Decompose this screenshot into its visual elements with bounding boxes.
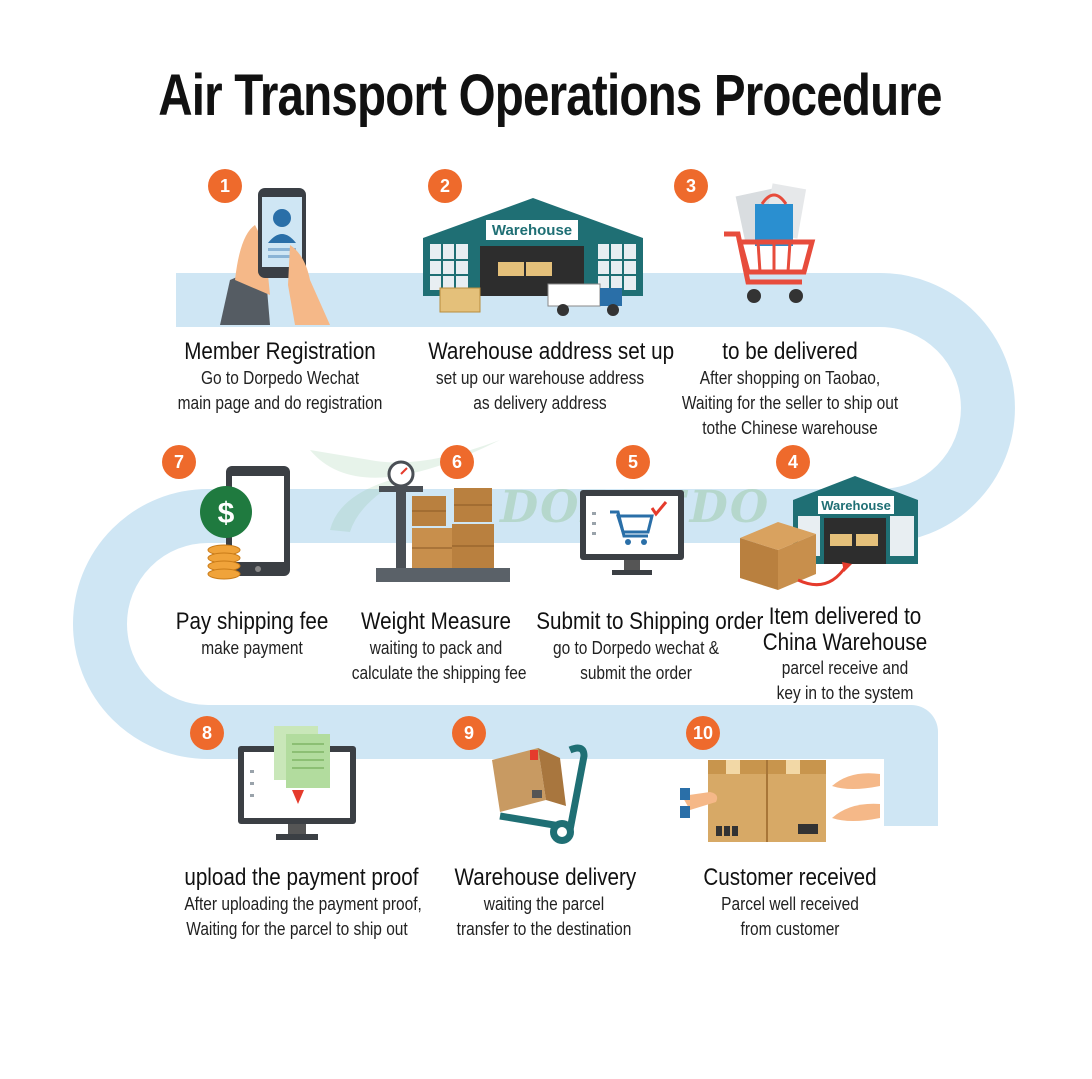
step-9-desc-1: waiting the parcel bbox=[483, 894, 605, 914]
step-7-badge: 7 bbox=[162, 445, 196, 479]
step-3-desc-1: After shopping on Taobao, bbox=[699, 368, 881, 388]
phone-registration-icon bbox=[220, 188, 330, 325]
step-8-title: upload the payment proof bbox=[184, 864, 419, 891]
step-1-title: Member Registration bbox=[184, 338, 376, 365]
step-2-desc-2: as delivery address bbox=[473, 393, 607, 413]
scale-boxes-icon bbox=[376, 460, 510, 582]
step-3-desc-2: Waiting for the seller to ship out bbox=[681, 393, 899, 413]
step-4-badge: 4 bbox=[776, 445, 810, 479]
step-6-title: Weight Measure bbox=[361, 608, 511, 635]
step-3-badge: 3 bbox=[674, 169, 708, 203]
warehouse-icon: Warehouse bbox=[423, 198, 643, 316]
monitor-upload-icon bbox=[238, 726, 356, 840]
step-6-desc-1: waiting to pack and bbox=[369, 638, 503, 658]
warehouse-sign-text: Warehouse bbox=[492, 222, 572, 239]
step-7-title: Pay shipping fee bbox=[175, 608, 329, 635]
step-2-label: Warehouse address set up set up our ware… bbox=[410, 338, 675, 416]
step-2-title: Warehouse address set up bbox=[428, 338, 675, 365]
step-3-label: to be delivered After shopping on Taobao… bbox=[660, 338, 920, 441]
step-3-desc-3: tothe Chinese warehouse bbox=[702, 418, 878, 438]
step-4-label: Item delivered to China Warehouse parcel… bbox=[730, 604, 960, 706]
step-4-title-1: Item delivered to bbox=[768, 603, 922, 630]
step-3-title: to be delivered bbox=[722, 338, 858, 365]
warehouse-sign-text-2: Warehouse bbox=[821, 498, 891, 513]
step-10-desc-1: Parcel well received bbox=[721, 894, 859, 914]
step-10-label: Customer received Parcel well received f… bbox=[686, 864, 894, 942]
step-9-label: Warehouse delivery waiting the parcel tr… bbox=[440, 864, 648, 942]
phone-dollar-icon: $ bbox=[200, 466, 290, 580]
step-5-title: Submit to Shipping order bbox=[536, 608, 764, 635]
step-1-desc-1: Go to Dorpedo Wechat bbox=[200, 368, 360, 388]
step-1-label: Member Registration Go to Dorpedo Wechat… bbox=[160, 338, 400, 416]
step-8-desc-1: After uploading the payment proof, bbox=[184, 894, 422, 914]
step-9-badge: 9 bbox=[452, 716, 486, 750]
step-4-desc-2: key in to the system bbox=[776, 683, 914, 703]
step-8-badge: 8 bbox=[190, 716, 224, 750]
step-10-title: Customer received bbox=[703, 864, 877, 891]
step-6-badge: 6 bbox=[440, 445, 474, 479]
step-7-desc-1: make payment bbox=[201, 638, 303, 658]
step-1-badge: 1 bbox=[208, 169, 242, 203]
step-4-desc-1: parcel receive and bbox=[781, 658, 909, 678]
step-2-badge: 2 bbox=[428, 169, 462, 203]
page-title: Air Transport Operations Procedure bbox=[158, 63, 942, 128]
step-8-label: upload the payment proof After uploading… bbox=[166, 864, 428, 942]
step-10-badge: 10 bbox=[686, 716, 720, 750]
step-1-desc-2: main page and do registration bbox=[177, 393, 383, 413]
step-5-desc-1: go to Dorpedo wechat & bbox=[552, 638, 720, 658]
step-7-label: Pay shipping fee make payment bbox=[160, 608, 344, 661]
step-6-label: Weight Measure waiting to pack and calcu… bbox=[338, 608, 534, 686]
step-6-desc-2: calculate the shipping fee bbox=[351, 663, 527, 683]
step-2-desc-1: set up our warehouse address bbox=[435, 368, 645, 388]
parcel-handover-icon bbox=[680, 760, 880, 842]
warehouse-parcel-icon: Warehouse bbox=[740, 476, 918, 590]
step-5-label: Submit to Shipping order go to Dorpedo w… bbox=[520, 608, 764, 686]
dollar-symbol: $ bbox=[218, 497, 235, 530]
step-4-title-2: China Warehouse bbox=[762, 629, 928, 656]
watermark-bird-logo bbox=[310, 440, 500, 532]
step-10-desc-2: from customer bbox=[740, 919, 840, 939]
step-9-title: Warehouse delivery bbox=[454, 864, 637, 891]
step-5-desc-2: submit the order bbox=[580, 663, 692, 683]
shopping-cart-icon bbox=[724, 183, 816, 303]
step-8-desc-2: Waiting for the parcel to ship out bbox=[186, 919, 408, 939]
step-9-desc-2: transfer to the destination bbox=[456, 919, 632, 939]
step-5-badge: 5 bbox=[616, 445, 650, 479]
hand-truck-icon bbox=[492, 744, 588, 844]
monitor-cart-icon bbox=[580, 490, 684, 575]
